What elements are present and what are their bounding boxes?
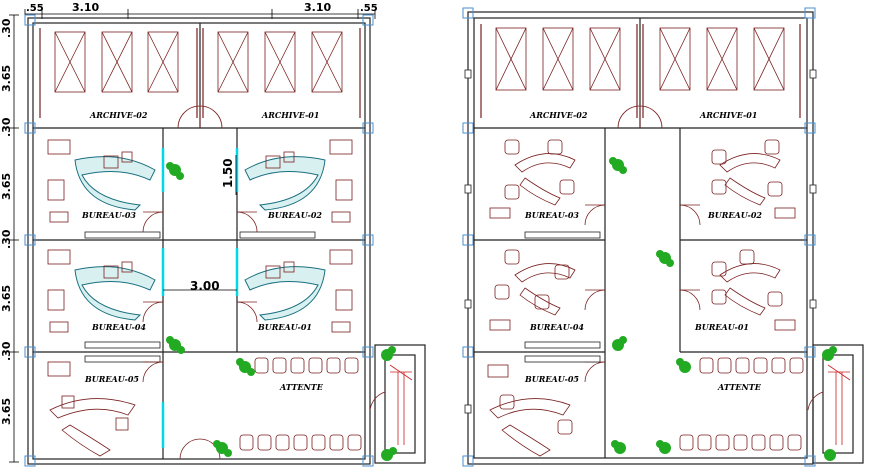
plan-left: .55 3.10 3.10 .55 .30 3.65 .30 3.65 .30 … — [0, 1, 426, 467]
room-label-archive-02: ARCHIVE-02 — [89, 110, 148, 120]
dim-side-1: .30 — [0, 18, 13, 38]
plan-right: ARCHIVE-02 ARCHIVE-01 BUREAU-03 BUREAU-0… — [462, 7, 864, 467]
dim-side-3: .30 — [0, 117, 13, 137]
dim-inner-2: 3.00 — [190, 279, 220, 293]
inner-dimension-lines — [163, 155, 237, 291]
right-archive-accents — [480, 24, 801, 118]
storage-bars — [84, 231, 316, 363]
dim-side-2: 3.65 — [0, 65, 13, 92]
right-outer-walls — [467, 11, 864, 465]
side-dimension-line — [9, 14, 19, 463]
room-label-bureau-01: BUREAU-01 — [257, 322, 312, 332]
dim-side-5: .30 — [0, 229, 13, 249]
right-column-markers — [462, 7, 816, 467]
room-label-bureau-04: BUREAU-04 — [91, 322, 146, 332]
right-room-label-bureau-01: BUREAU-01 — [694, 322, 749, 332]
right-storage-bars — [524, 231, 601, 363]
room-label-bureau-05: BUREAU-05 — [84, 374, 139, 384]
archive-doors — [177, 105, 223, 129]
right-room-label-archive-02: ARCHIVE-02 — [529, 110, 588, 120]
dim-inner-1: 1.50 — [221, 158, 235, 188]
entrance-stairs — [389, 364, 413, 445]
dim-top-2: 3.10 — [72, 1, 99, 14]
room-label-bureau-03: BUREAU-03 — [81, 210, 136, 220]
office-desks — [74, 156, 326, 321]
column-markers — [24, 14, 374, 467]
room-label-attente: ATTENTE — [279, 382, 324, 392]
plants — [166, 162, 397, 461]
right-room-label-bureau-03: BUREAU-03 — [524, 210, 579, 220]
dim-side-6: 3.65 — [0, 285, 13, 312]
right-plants — [609, 157, 837, 461]
dim-top-3: 3.10 — [304, 1, 331, 14]
right-room-label-bureau-04: BUREAU-04 — [529, 322, 584, 332]
dim-top-4: .55 — [360, 3, 378, 14]
right-room-label-bureau-05: BUREAU-05 — [524, 374, 579, 384]
right-room-label-bureau-02: BUREAU-02 — [707, 210, 762, 220]
archive-wall-accents — [39, 28, 361, 118]
office-doors — [142, 211, 386, 460]
dim-side-7: .30 — [0, 341, 13, 361]
dim-side-4: 3.65 — [0, 173, 13, 200]
room-label-bureau-02: BUREAU-02 — [267, 210, 322, 220]
right-waiting-chairs — [679, 357, 804, 451]
room-label-archive-01: ARCHIVE-01 — [261, 110, 319, 120]
dim-side-8: 3.65 — [0, 398, 13, 425]
archive-shelves — [54, 31, 343, 93]
top-dimension-line — [24, 9, 376, 19]
right-room-label-archive-01: ARCHIVE-01 — [699, 110, 757, 120]
right-archive-shelves — [495, 27, 785, 91]
waiting-chairs — [239, 357, 362, 451]
right-doors — [584, 105, 824, 411]
right-entrance-stairs — [827, 364, 851, 445]
right-room-label-attente: ATTENTE — [717, 382, 762, 392]
right-office-furniture — [487, 139, 796, 457]
right-wall-ticks — [464, 69, 817, 414]
glass-partitions — [161, 148, 239, 448]
outer-walls — [27, 17, 426, 465]
office-furniture — [47, 139, 353, 457]
dim-top-1: .55 — [26, 3, 44, 14]
